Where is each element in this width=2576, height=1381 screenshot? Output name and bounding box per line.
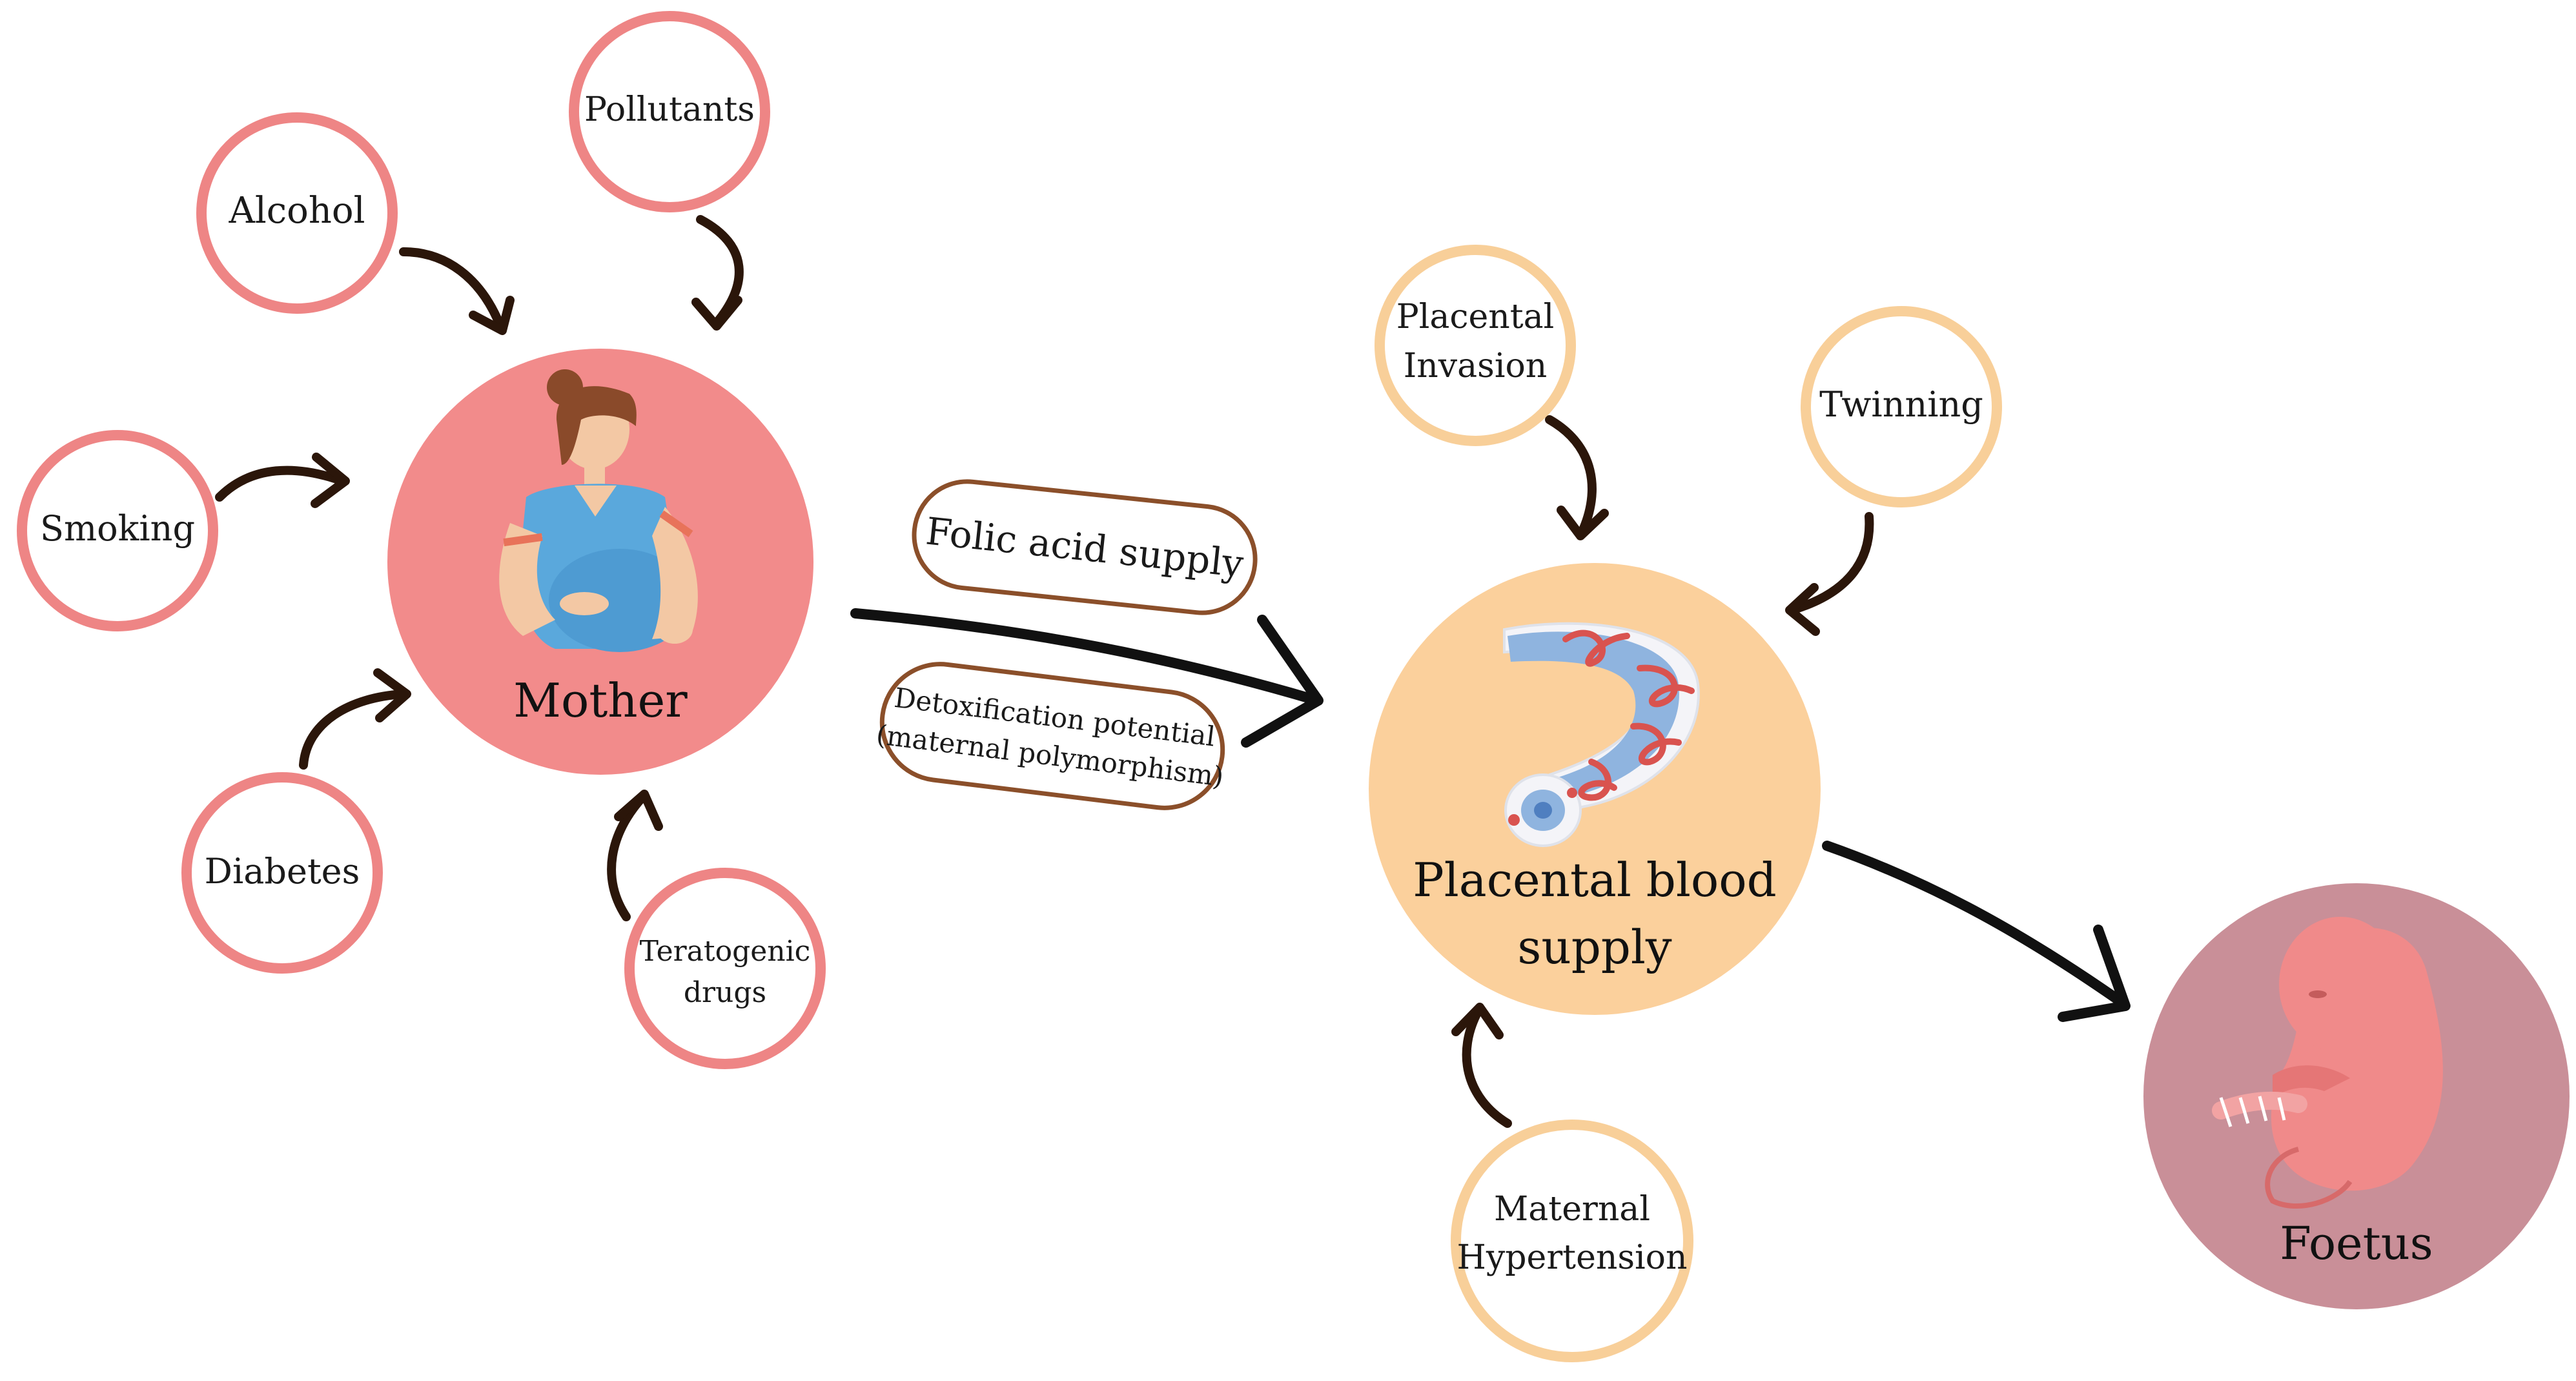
- arrow-hypertension-to-placenta: [1451, 1003, 1512, 1128]
- mother-label: Mother: [513, 673, 688, 728]
- arrow-invasion-to-placenta: [1545, 415, 1609, 540]
- blood-vessel-icon: [1503, 622, 1700, 847]
- factor-maternal-hypertension: Maternal Hypertension: [1451, 1120, 1693, 1362]
- placenta-label-2: supply: [1517, 920, 1672, 974]
- factor-teratogenic-label-1: Teratogenic: [640, 935, 811, 968]
- arrow-alcohol-to-mother: [399, 247, 515, 335]
- factor-hypertension-label-2: Hypertension: [1457, 1238, 1688, 1277]
- placenta-label-1: Placental blood: [1413, 853, 1776, 907]
- pill-folic-acid: Folic acid supply: [912, 479, 1258, 615]
- arrow-twinning-to-placenta: [1785, 512, 1874, 636]
- factor-teratogenic-drugs: Teratogenic drugs: [624, 868, 826, 1069]
- factor-invasion-label-1: Placental: [1396, 298, 1555, 336]
- factor-twinning: Twinning: [1801, 306, 2002, 507]
- factor-smoking-label: Smoking: [40, 508, 195, 549]
- arrow-smoking-to-mother: [215, 453, 350, 508]
- factor-hypertension-label-1: Maternal: [1494, 1190, 1650, 1229]
- factor-alcohol-label: Alcohol: [228, 190, 365, 232]
- connector-arrows: [215, 215, 2131, 1128]
- pregnant-woman-icon: [499, 369, 698, 652]
- factor-diabetes-label: Diabetes: [205, 851, 360, 892]
- factor-placental-invasion: Placental Invasion: [1375, 245, 1576, 446]
- arrow-pollutants-to-mother: [691, 215, 744, 331]
- arrow-teratogenic-to-mother: [607, 790, 663, 921]
- mother-node: Mother: [387, 349, 813, 775]
- factor-smoking: Smoking: [17, 430, 218, 631]
- factor-twinning-label: Twinning: [1819, 384, 1983, 425]
- factor-pollutants-label: Pollutants: [584, 90, 755, 129]
- factor-diabetes: Diabetes: [181, 772, 383, 974]
- foetus-node: Foetus: [2143, 883, 2570, 1309]
- foetus-label: Foetus: [2280, 1217, 2433, 1270]
- arrow-diabetes-to-mother: [299, 668, 411, 770]
- foetus-icon: [2212, 917, 2443, 1209]
- factor-alcohol: Alcohol: [196, 112, 398, 314]
- arrow-placenta-to-foetus: [1822, 841, 2131, 1022]
- pill-detoxification: Detoxification potential (maternal polym…: [875, 662, 1225, 810]
- factor-invasion-label-2: Invasion: [1404, 347, 1548, 385]
- factor-teratogenic-label-2: drugs: [684, 976, 766, 1009]
- placenta-node: Placental blood supply: [1369, 563, 1821, 1015]
- factor-pollutants: Pollutants: [569, 11, 770, 212]
- arrow-mother-to-placenta: [850, 608, 1324, 748]
